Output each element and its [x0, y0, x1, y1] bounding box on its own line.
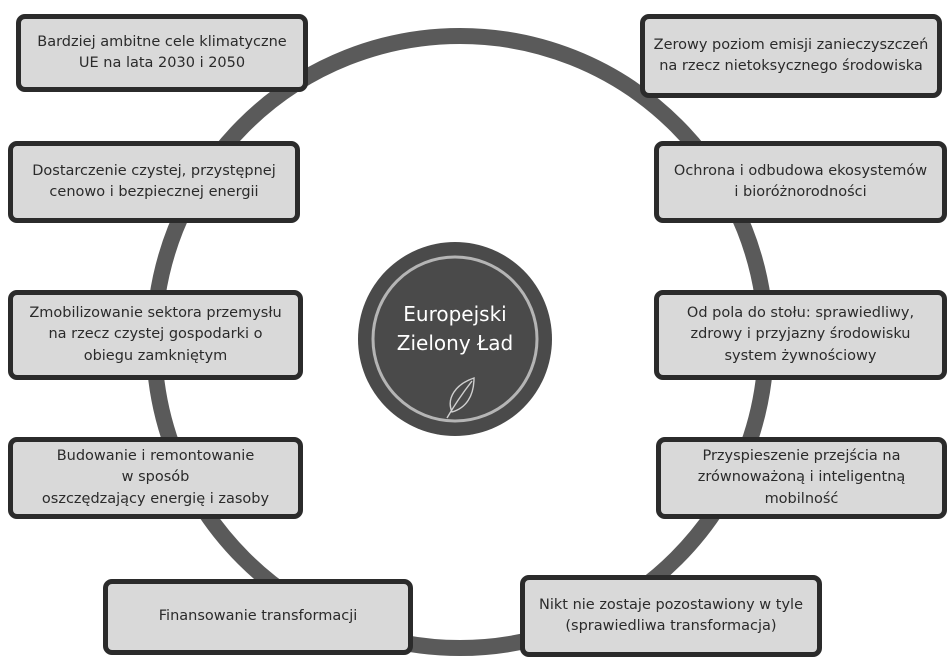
- box-climate-label: Bardziej ambitne cele klimatyczne UE na …: [37, 33, 287, 71]
- center-circle: [358, 242, 552, 436]
- center-inner-ring: [371, 255, 539, 423]
- box-financing: Finansowanie transformacji: [103, 579, 413, 655]
- box-just-transition: Nikt nie zostaje pozostawiony w tyle (sp…: [520, 575, 822, 657]
- box-financing-label: Finansowanie transformacji: [158, 608, 358, 625]
- box-zero-pollution: Zerowy poziom emisji zanieczyszczeń na r…: [640, 14, 942, 98]
- box-industry-label: Zmobilizowanie sektora przemysłu na rzec…: [29, 305, 282, 364]
- box-just-transition-label: Nikt nie zostaje pozostawiony w tyle (sp…: [539, 596, 803, 634]
- box-farm-to-fork: Od pola do stołu: sprawiedliwy, zdrowy i…: [654, 290, 947, 380]
- box-buildings: Budowanie i remontowanie w sposób oszczę…: [8, 437, 303, 519]
- box-energy-label: Dostarczenie czystej, przystępnej cenowo…: [32, 162, 276, 200]
- box-zero-pollution-label: Zerowy poziom emisji zanieczyszczeń na r…: [653, 36, 929, 74]
- center-title: Europejski Zielony Ład: [396, 302, 514, 355]
- box-climate: Bardziej ambitne cele klimatyczne UE na …: [16, 14, 308, 92]
- box-farm-to-fork-label: Od pola do stołu: sprawiedliwy, zdrowy i…: [686, 305, 915, 364]
- leaf-icon: [446, 377, 475, 419]
- box-ecosystems-label: Ochrona i odbudowa ekosystemów i bioróżn…: [673, 162, 928, 200]
- box-buildings-label: Budowanie i remontowanie w sposób oszczę…: [41, 448, 270, 507]
- box-ecosystems: Ochrona i odbudowa ekosystemów i bioróżn…: [654, 141, 947, 223]
- box-industry: Zmobilizowanie sektora przemysłu na rzec…: [8, 290, 303, 380]
- box-mobility-label: Przyspieszenie przejścia na zrównoważoną…: [697, 448, 906, 507]
- box-mobility: Przyspieszenie przejścia na zrównoważoną…: [656, 437, 947, 519]
- box-energy: Dostarczenie czystej, przystępnej cenowo…: [8, 141, 300, 223]
